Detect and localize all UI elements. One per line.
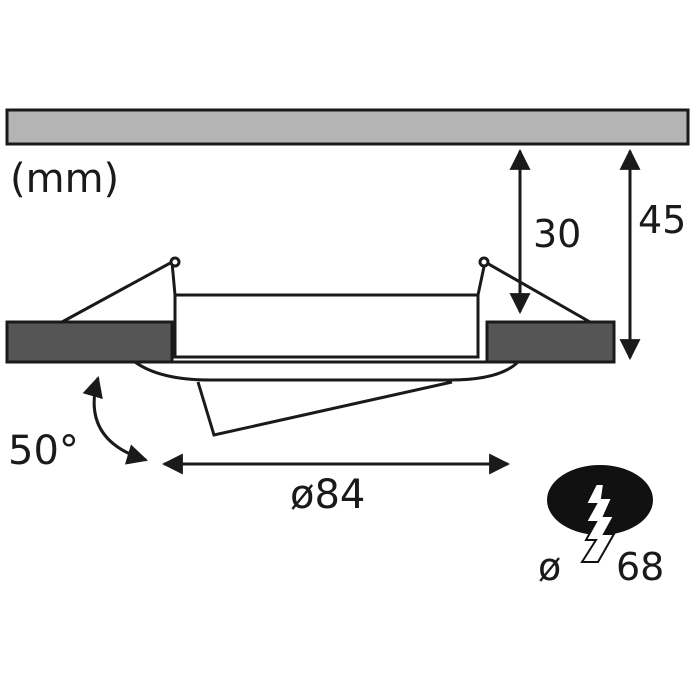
- cutout-diameter-label: 68: [616, 545, 664, 589]
- tilted-lamp-body: [196, 380, 453, 437]
- dim-recess-depth-label: 30: [533, 212, 581, 256]
- spring-clip-left-pivot: [169, 256, 181, 268]
- spring-clip-right-pivot: [478, 256, 490, 268]
- spring-clip-right: [476, 259, 591, 324]
- tilt-angle-arrow: [82, 375, 149, 465]
- fixture-housing: [173, 293, 480, 359]
- tilt-angle-label: 50°: [8, 428, 79, 474]
- ceiling-board-left: [5, 320, 174, 364]
- spring-clip-left: [61, 259, 177, 324]
- saw-blade-icon: [580, 483, 616, 563]
- ceiling-board-right: [485, 320, 616, 364]
- ceiling-slab: [5, 108, 690, 146]
- downlight-fixture: [61, 256, 591, 437]
- outer-diameter-label: ø84: [290, 472, 365, 518]
- dim-total-depth-label: 45: [638, 198, 686, 242]
- unit-label: (mm): [10, 156, 119, 202]
- trim-ring: [130, 360, 522, 382]
- ceiling-cutout-icon: [547, 465, 653, 563]
- cutout-symbol: ø: [538, 545, 561, 589]
